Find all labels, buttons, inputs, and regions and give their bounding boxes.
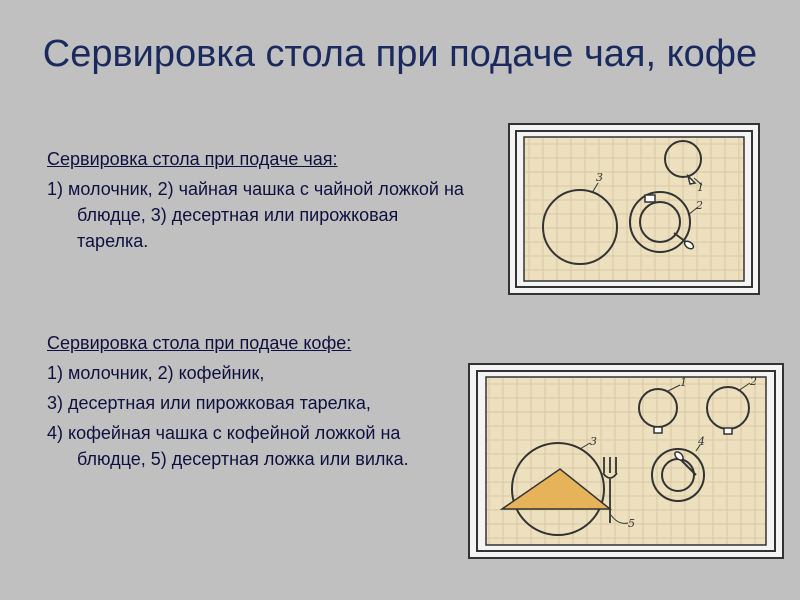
coffee-label-1: 1 xyxy=(680,376,687,389)
saucer-icon xyxy=(651,448,705,502)
coffee-item-1: 1) молочник, 2) кофейник, xyxy=(47,363,265,383)
dessert-plate-icon xyxy=(542,189,618,265)
tea-label-2: 2 xyxy=(695,199,703,212)
creamer-icon xyxy=(664,140,702,178)
coffee-label-3: 3 xyxy=(590,435,597,448)
slide-title: Сервировка стола при подаче чая, кофе xyxy=(42,33,758,75)
napkin-icon xyxy=(499,468,613,510)
tea-section: Сервировка стола при подаче чая: 1) моло… xyxy=(47,146,467,258)
tea-heading: Сервировка стола при подаче чая: xyxy=(47,149,338,169)
tea-label-3: 3 xyxy=(596,171,603,184)
coffee-setting-diagram: 1 2 3 5 4 xyxy=(468,363,784,559)
coffee-section: Сервировка стола при подаче кофе: 1) мол… xyxy=(47,330,467,476)
tea-label-1: 1 xyxy=(697,181,704,194)
tea-setting-diagram: 3 1 2 xyxy=(508,123,760,295)
dessert-fork-icon xyxy=(602,457,618,523)
tea-spoon-icon xyxy=(673,232,687,243)
coffee-spoon-icon xyxy=(679,458,697,476)
coffee-label-5: 5 xyxy=(628,517,635,530)
coffee-item-2: 3) десертная или пирожковая тарелка, xyxy=(47,393,371,413)
dessert-plate-icon xyxy=(511,442,605,536)
saucer-icon xyxy=(629,191,691,253)
coffee-label-4: 4 xyxy=(697,435,705,448)
coffee-label-2: 2 xyxy=(749,375,757,388)
coffee-heading: Сервировка стола при подаче кофе: xyxy=(47,333,352,353)
tea-cup-icon xyxy=(639,201,681,243)
tea-item-1: 1) молочник, 2) чайная чашка с чайной ло… xyxy=(47,179,464,251)
coffee-item-3: 4) кофейная чашка с кофейной ложкой на б… xyxy=(47,423,409,469)
